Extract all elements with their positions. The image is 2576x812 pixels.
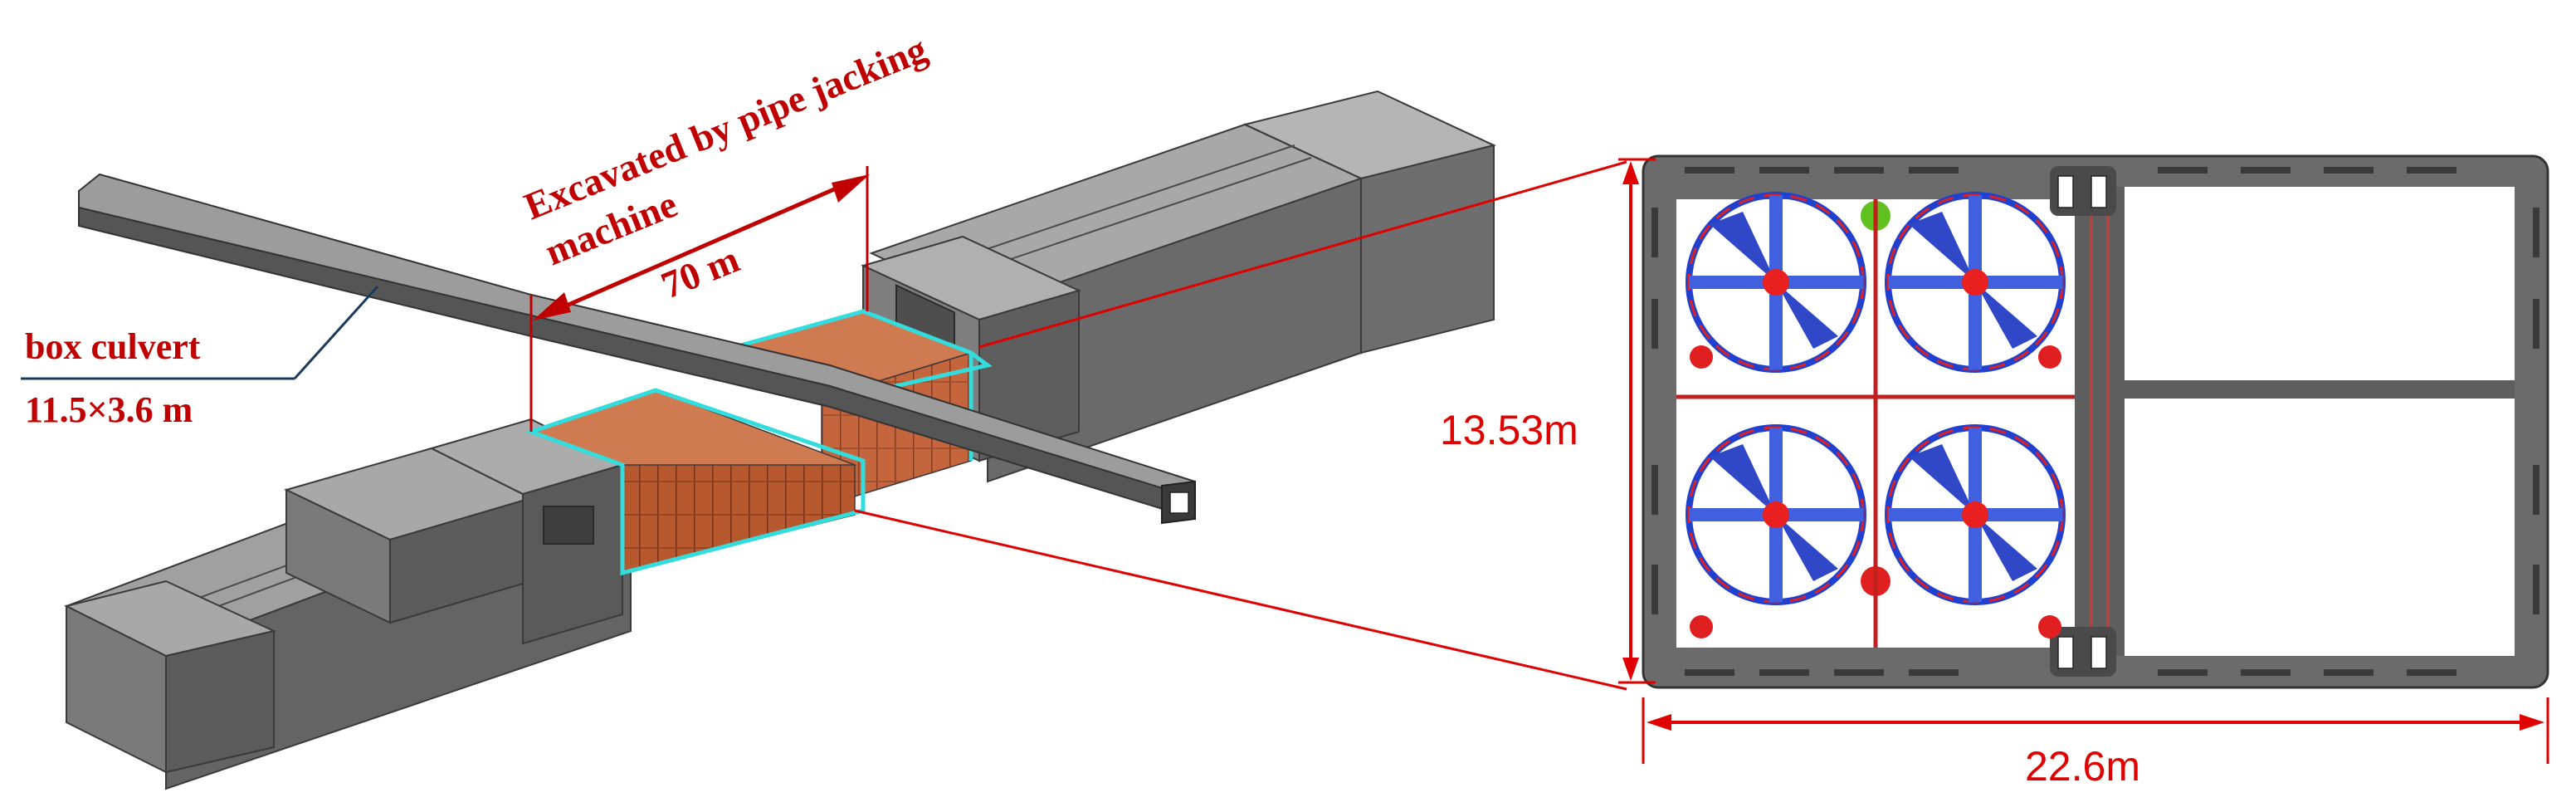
pipe-jacking-section — [524, 309, 993, 576]
culvert-annotation: box culvert 11.5×3.6 m — [21, 285, 379, 430]
height-dimension: 13.53m — [1440, 158, 1656, 684]
empty-chamber — [2125, 187, 2515, 656]
cutterhead-array — [1676, 192, 2075, 648]
length-arrow — [543, 176, 860, 318]
connector-line-lower — [854, 509, 1627, 691]
culvert-label-line2: 11.5×3.6 m — [25, 389, 193, 430]
width-dimension: 22.6m — [1642, 697, 2549, 790]
width-label: 22.6m — [2025, 743, 2140, 790]
cross-section-view — [1642, 154, 2549, 689]
isometric-view — [64, 90, 1496, 790]
left-pit-block — [429, 418, 625, 645]
connector-line-upper — [978, 160, 1627, 349]
excavation-label-line1: Excavated by pipe jacking — [519, 27, 933, 227]
height-label: 13.53m — [1440, 407, 1578, 453]
divider-wall — [2075, 187, 2125, 656]
frame-slots — [1651, 167, 2539, 676]
arrow-head-left — [533, 292, 571, 320]
cutter-wheel — [1885, 424, 2066, 605]
cutter-wheel — [1686, 424, 1866, 605]
culvert-label-line1: box culvert — [25, 326, 201, 367]
left-end-block — [64, 580, 277, 774]
arrow-head-right — [832, 174, 870, 203]
cutter-wheel — [1686, 192, 1866, 373]
mid-beam — [2125, 380, 2515, 399]
box-culvert — [78, 173, 1196, 525]
culvert-leader-diagonal — [293, 285, 379, 380]
cutter-wheel — [1885, 192, 2066, 373]
